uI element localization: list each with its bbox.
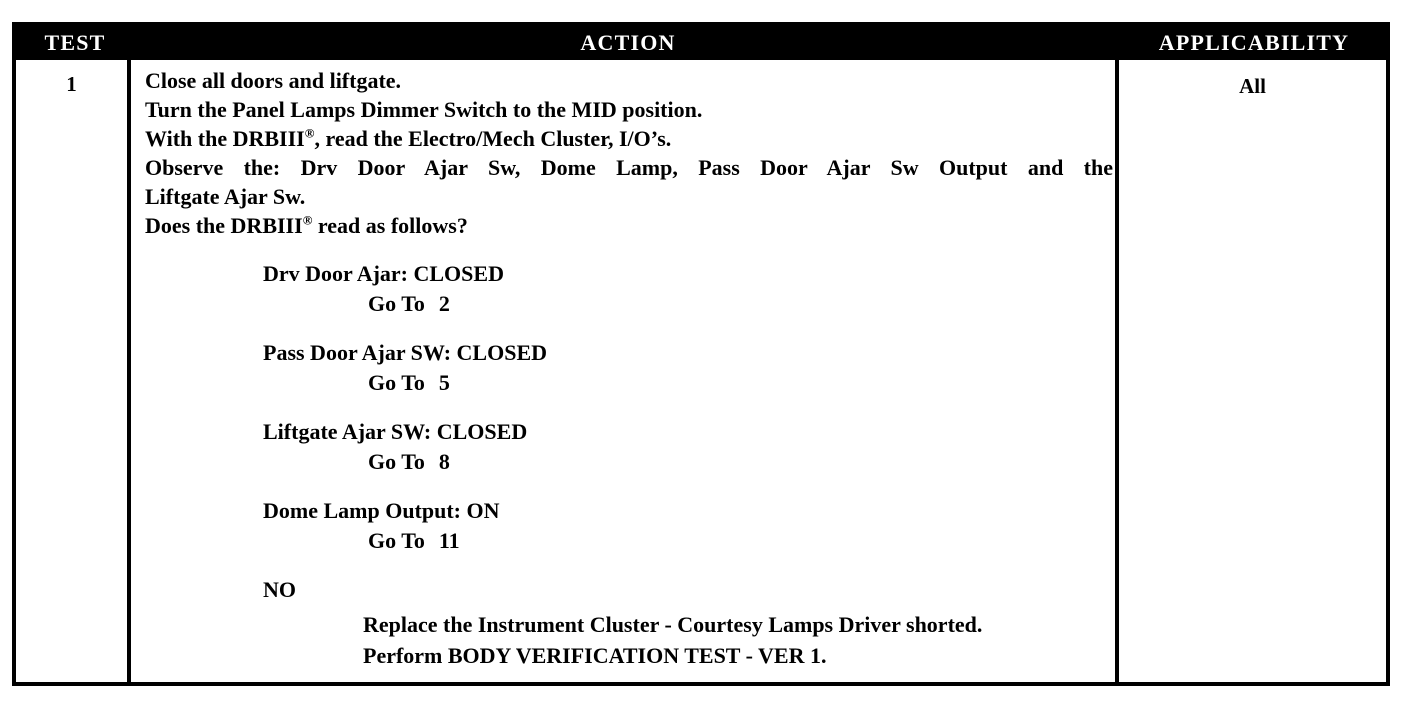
- action-instruction-2: Turn the Panel Lamps Dimmer Switch to th…: [145, 97, 703, 122]
- drb-suffix-text: , read the Electro/Mech Cluster, I/O’s.: [314, 126, 672, 151]
- result-goto: Go To 11: [368, 526, 1115, 556]
- result-block: Liftgate Ajar SW: CLOSED Go To 8: [263, 417, 1115, 477]
- goto-label: Go To: [368, 449, 425, 474]
- cell-applicability: All: [1239, 74, 1266, 98]
- cell-action: Close all doors and liftgate. Turn the P…: [131, 60, 1115, 671]
- no-branch-actions: Replace the Instrument Cluster - Courtes…: [363, 609, 1115, 671]
- result-goto: Go To 5: [368, 368, 1115, 398]
- action-instruction-3: With the DRBIII®, read the Electro/Mech …: [145, 124, 1115, 153]
- spacer: [145, 477, 1115, 496]
- result-label: Pass Door Ajar SW: CLOSED: [263, 340, 548, 365]
- result-block: Dome Lamp Output: ON Go To 11: [263, 496, 1115, 556]
- goto-step-number[interactable]: 11: [438, 528, 460, 553]
- spacer: [145, 319, 1115, 338]
- column-header-test: TEST: [44, 30, 106, 55]
- no-branch-block: NO Replace the Instrument Cluster - Cour…: [263, 575, 1115, 671]
- column-divider-test-action: [127, 60, 131, 682]
- goto-label: Go To: [368, 291, 425, 316]
- action-question: Does the DRBIII® read as follows?: [145, 211, 1115, 240]
- column-header-applicability: APPLICABILITY: [1158, 30, 1350, 55]
- result-label: Liftgate Ajar SW: CLOSED: [263, 419, 528, 444]
- spacer: [145, 556, 1115, 575]
- question-suffix-text: read as follows?: [312, 213, 468, 238]
- result-goto: Go To 2: [368, 289, 1115, 319]
- column-divider-action-applicability: [1115, 60, 1119, 682]
- spacer: [145, 240, 1115, 259]
- drb-prefix-text: With the DRBIII: [145, 126, 305, 151]
- no-branch-action-1: Replace the Instrument Cluster - Courtes…: [363, 612, 983, 637]
- cell-test-number: 1: [66, 72, 77, 96]
- registered-mark-icon: ®: [302, 212, 313, 228]
- table-header-row: TEST ACTION APPLICABILITY: [16, 26, 1386, 60]
- column-header-action: ACTION: [580, 30, 676, 55]
- action-observe-line-1: Observe the: Drv Door Ajar Sw, Dome Lamp…: [145, 155, 1113, 180]
- goto-step-number[interactable]: 5: [438, 370, 450, 395]
- goto-label: Go To: [368, 528, 425, 553]
- result-label: Drv Door Ajar: CLOSED: [263, 261, 504, 286]
- table-body-row: 1 All Close all doors and liftgate. Turn…: [16, 60, 1386, 682]
- result-label: Dome Lamp Output: ON: [263, 498, 500, 523]
- result-block: Pass Door Ajar SW: CLOSED Go To 5: [263, 338, 1115, 398]
- goto-step-number[interactable]: 2: [438, 291, 450, 316]
- question-prefix-text: Does the DRBIII: [145, 213, 303, 238]
- action-instruction-1: Close all doors and liftgate.: [145, 68, 402, 93]
- no-branch-action-2: Perform BODY VERIFICATION TEST - VER 1.: [363, 643, 827, 668]
- result-goto: Go To 8: [368, 447, 1115, 477]
- goto-step-number[interactable]: 8: [438, 449, 450, 474]
- registered-mark-icon: ®: [304, 125, 315, 141]
- goto-label: Go To: [368, 370, 425, 395]
- spacer: [145, 398, 1115, 417]
- no-branch-label: NO: [263, 577, 296, 602]
- result-block: Drv Door Ajar: CLOSED Go To 2: [263, 259, 1115, 319]
- diagnostic-test-table: TEST ACTION APPLICABILITY 1 All Close al…: [12, 22, 1390, 686]
- action-observe-line-2: Liftgate Ajar Sw.: [145, 184, 306, 209]
